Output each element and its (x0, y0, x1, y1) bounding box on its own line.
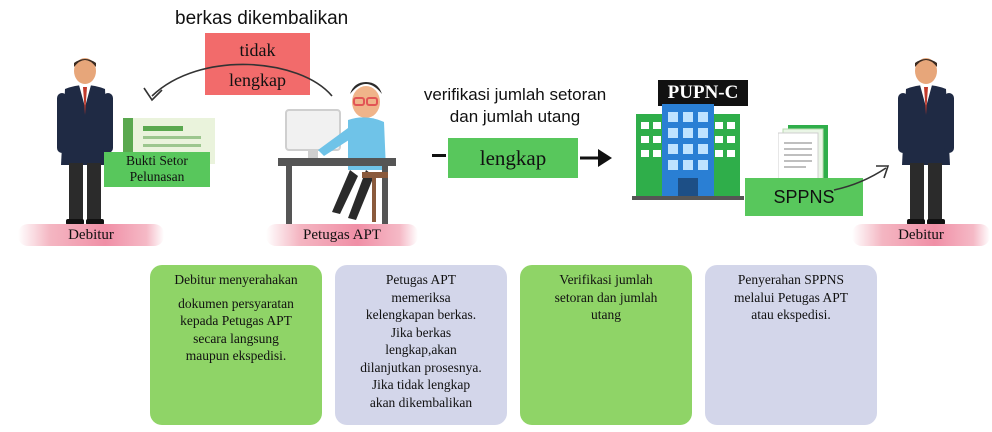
officer-desk-icon (278, 82, 396, 224)
return-arrow-icon (143, 63, 333, 102)
step-3-line: setoran dan jumlah (554, 289, 658, 305)
debtor-right-label: Debitur (852, 224, 990, 246)
office-building-icon (632, 104, 744, 200)
step-1-line: dokumen persyaratan (178, 295, 294, 311)
sppns-label: SPPNS (745, 178, 863, 216)
debtor-right-figure-icon (898, 58, 954, 225)
verify-line-1: verifikasi jumlah setoran (423, 85, 607, 104)
step-2-line: lengkap,akan (385, 342, 457, 357)
incomplete-line-2: lengkap (229, 70, 286, 90)
receipt-line-1: Bukti Setor (126, 153, 188, 168)
receipt-label: Bukti Setor Pelunasan (104, 152, 210, 187)
step-4-line: melalui Petugas APT (734, 289, 848, 305)
step-2-line: memeriksa (391, 289, 451, 305)
step-1-line: kepada Petugas APT (180, 313, 292, 328)
step-1-line: secara langsung (193, 330, 279, 346)
returned-caption: berkas dikembalikan (175, 8, 349, 29)
incomplete-box: tidak lengkap (205, 33, 310, 95)
debtor-left-figure-icon (57, 58, 113, 225)
forward-arrow-icon (580, 149, 612, 167)
officer-label: Petugas APT (266, 224, 418, 246)
verify-caption: verifikasi jumlah setoran dan jumlah uta… (410, 84, 620, 128)
incomplete-line-1: tidak (239, 40, 276, 60)
step-4-line: atau ekspedisi. (751, 307, 831, 322)
step-4-box: Penyerahan SPPNS melalui Petugas APT ata… (705, 265, 877, 425)
step-2-line: akan dikembalikan (369, 394, 473, 410)
step-2-line: kelengkapan berkas. (365, 307, 477, 322)
complete-label: lengkap (448, 138, 578, 178)
receipt-line-2: Pelunasan (129, 169, 185, 184)
step-2-box: Petugas APT memeriksa kelengkapan berkas… (335, 265, 507, 425)
handover-arrow-icon (833, 165, 890, 191)
step-2-line: Jika tidak lengkap (371, 377, 471, 392)
step-4-line: Penyerahan SPPNS (737, 272, 845, 287)
debtor-left-label: Debitur (18, 224, 164, 246)
step-3-line: Verifikasi jumlah (559, 272, 653, 287)
step-1-line: maupun ekspedisi. (185, 348, 287, 363)
verify-line-2: dan jumlah utang (449, 107, 581, 126)
step-1-box: Debitur menyerahakan dokumen persyaratan… (150, 265, 322, 425)
step-2-line: dilanjutkan prosesnya. (360, 359, 482, 375)
step-1-line: Debitur menyerahakan (174, 272, 298, 287)
step-2-line: Petugas APT (385, 272, 457, 287)
building-sign: PUPN-C (658, 80, 748, 106)
complete-dash (432, 154, 446, 157)
step-2-line: Jika berkas (390, 324, 452, 340)
step-3-line: utang (591, 307, 621, 322)
step-3-box: Verifikasi jumlah setoran dan jumlah uta… (520, 265, 692, 425)
